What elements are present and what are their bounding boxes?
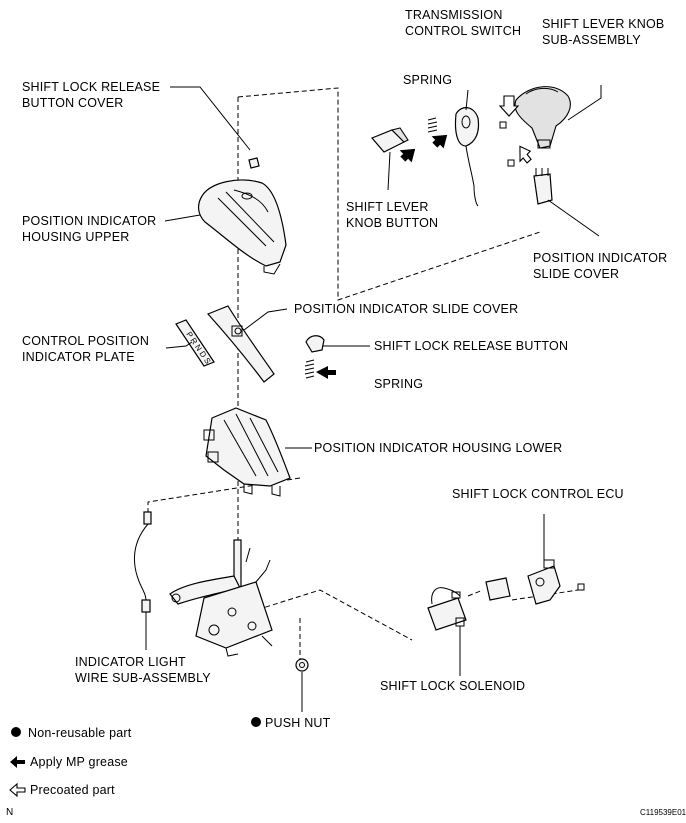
grease-arrow-spring-mid	[316, 366, 336, 379]
leader-lines	[145, 85, 602, 712]
shift-lock-release-button-cover	[248, 157, 260, 169]
precoated-arrow-icon	[9, 782, 26, 798]
label-release-button-cover-1: SHIFT LOCK RELEASE	[22, 80, 160, 94]
grease-arrow-icon	[10, 756, 25, 768]
legend-mp-grease: Apply MP grease	[30, 755, 128, 769]
label-transmission-control-switch-2: CONTROL SWITCH	[405, 24, 521, 38]
label-release-button-cover-2: BUTTON COVER	[22, 96, 124, 110]
legend-precoated: Precoated part	[30, 783, 115, 797]
label-indicator-plate-2: INDICATOR PLATE	[22, 350, 135, 364]
label-knob-button-2: KNOB BUTTON	[346, 216, 438, 230]
label-release-button: SHIFT LOCK RELEASE BUTTON	[374, 339, 568, 353]
position-indicator-slide-cover-strip	[206, 305, 275, 383]
label-housing-lower: POSITION INDICATOR HOUSING LOWER	[314, 441, 562, 455]
spring-middle	[304, 359, 315, 379]
label-push-nut: PUSH NUT	[265, 716, 331, 730]
label-transmission-control-switch-1: TRANSMISSION	[405, 8, 503, 22]
figure-id: C119539E01	[640, 808, 686, 817]
non-reusable-dot-icon	[11, 727, 21, 737]
label-shift-lever-knob-1: SHIFT LEVER KNOB	[542, 17, 664, 31]
position-indicator-slide-cover-right	[533, 168, 553, 205]
assembly-dashed-lines	[147, 87, 579, 660]
position-indicator-housing-upper	[198, 179, 287, 275]
push-nut-dot-icon	[251, 717, 261, 727]
transmission-control-switch	[454, 107, 480, 207]
shift-lever-knob-button	[370, 127, 409, 153]
grease-arrow-knob-button	[399, 148, 416, 163]
shift-lock-solenoid-part	[427, 587, 467, 631]
label-shift-lever-knob-2: SUB-ASSEMBLY	[542, 33, 641, 47]
shift-lever-knob-subassembly	[514, 86, 571, 149]
label-indicator-plate-1: CONTROL POSITION	[22, 334, 149, 348]
push-nut-part	[295, 658, 309, 672]
label-housing-upper-1: POSITION INDICATOR	[22, 214, 156, 228]
precoated-arrows	[498, 95, 532, 164]
label-spring-mid: SPRING	[374, 377, 423, 391]
control-position-indicator-plate: P R N D S	[175, 319, 215, 367]
position-indicator-housing-lower	[203, 407, 291, 497]
label-indicator-wire-1: INDICATOR LIGHT	[75, 655, 186, 669]
precoated-arrow-screw	[519, 145, 532, 164]
label-slide-cover-right-2: SLIDE COVER	[533, 267, 619, 281]
label-shift-lock-ecu: SHIFT LOCK CONTROL ECU	[452, 487, 624, 501]
precoated-arrow-knob	[498, 95, 520, 117]
shift-lock-control-ecu-part	[527, 559, 585, 605]
knob-screws	[499, 121, 515, 167]
plate-letters: P R N D S	[184, 330, 212, 365]
label-shift-lock-solenoid: SHIFT LOCK SOLENOID	[380, 679, 525, 693]
indicator-light-wire	[133, 511, 152, 613]
shift-lock-release-button	[305, 335, 325, 353]
legend-non-reusable: Non-reusable part	[28, 726, 132, 740]
label-slide-cover-right-1: POSITION INDICATOR	[533, 251, 667, 265]
grease-arrows	[316, 134, 448, 379]
ecu-bracket	[485, 577, 511, 601]
grease-arrow-spring-top	[431, 134, 448, 149]
corner-mark: N	[6, 807, 13, 818]
label-spring-top: SPRING	[403, 73, 452, 87]
shift-lever-assembly	[169, 539, 273, 657]
label-indicator-wire-2: WIRE SUB-ASSEMBLY	[75, 671, 211, 685]
label-knob-button-1: SHIFT LEVER	[346, 200, 429, 214]
legend: Non-reusable part Apply MP grease Precoa…	[6, 726, 686, 818]
label-slide-cover-mid: POSITION INDICATOR SLIDE COVER	[294, 302, 518, 316]
label-housing-upper-2: HOUSING UPPER	[22, 230, 129, 244]
spring-top	[427, 117, 438, 133]
labels: TRANSMISSION CONTROL SWITCH SHIFT LEVER …	[22, 8, 667, 730]
